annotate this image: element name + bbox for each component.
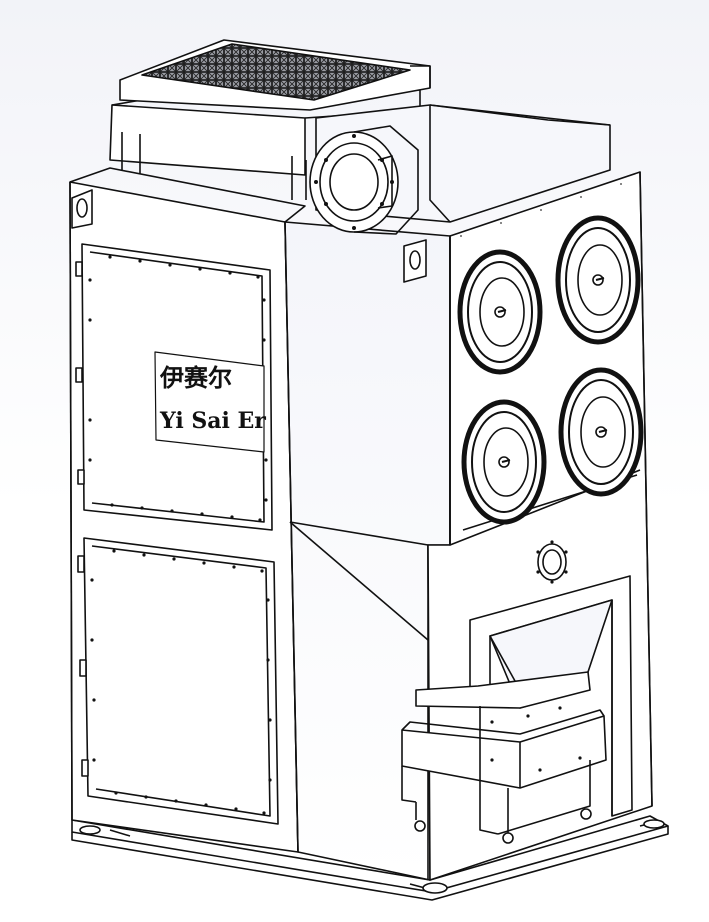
lower-door-bolts <box>90 549 272 815</box>
lower-door-hinge-2 <box>79 659 87 677</box>
upper-door-hinge-2 <box>75 367 83 383</box>
skid-foot-left <box>79 825 101 835</box>
filter-cover-top-right <box>555 215 641 345</box>
caster-wheel-right <box>580 808 592 820</box>
upper-door-hinge-3 <box>77 469 85 485</box>
front-face <box>284 221 451 881</box>
lower-door-hinge-3 <box>81 759 89 777</box>
base-skid <box>71 815 669 901</box>
dust-bin <box>401 671 607 844</box>
filter-cover-top-left <box>457 249 543 375</box>
rivet-row-top <box>460 183 622 237</box>
lifting-lug-right <box>403 239 427 283</box>
vent-grille <box>141 43 411 101</box>
nameplate-latin: Yi Sai Er <box>159 408 266 434</box>
lower-door-hinge-1 <box>77 555 85 573</box>
lower-access-door <box>77 537 279 825</box>
filter-cover-bottom-right <box>558 367 644 497</box>
caster-wheel-left <box>414 820 426 832</box>
upper-door-hinge-1 <box>75 261 83 277</box>
nameplate: 伊赛尔 Yi Sai Er <box>154 351 266 453</box>
outline-edges <box>69 171 653 853</box>
lifting-lug-left <box>71 189 93 229</box>
top-box <box>109 39 431 200</box>
upper-door-bolts <box>88 255 268 522</box>
bin-bolts <box>490 706 582 772</box>
inlet-flange <box>309 125 419 235</box>
caster-wheel-front <box>502 832 514 844</box>
skid-foot-front <box>422 882 448 894</box>
nameplate-chinese: 伊赛尔 <box>159 363 232 392</box>
skid-foot-right <box>643 819 665 829</box>
filter-cover-bottom-left <box>461 399 547 525</box>
inspection-port <box>536 540 568 584</box>
